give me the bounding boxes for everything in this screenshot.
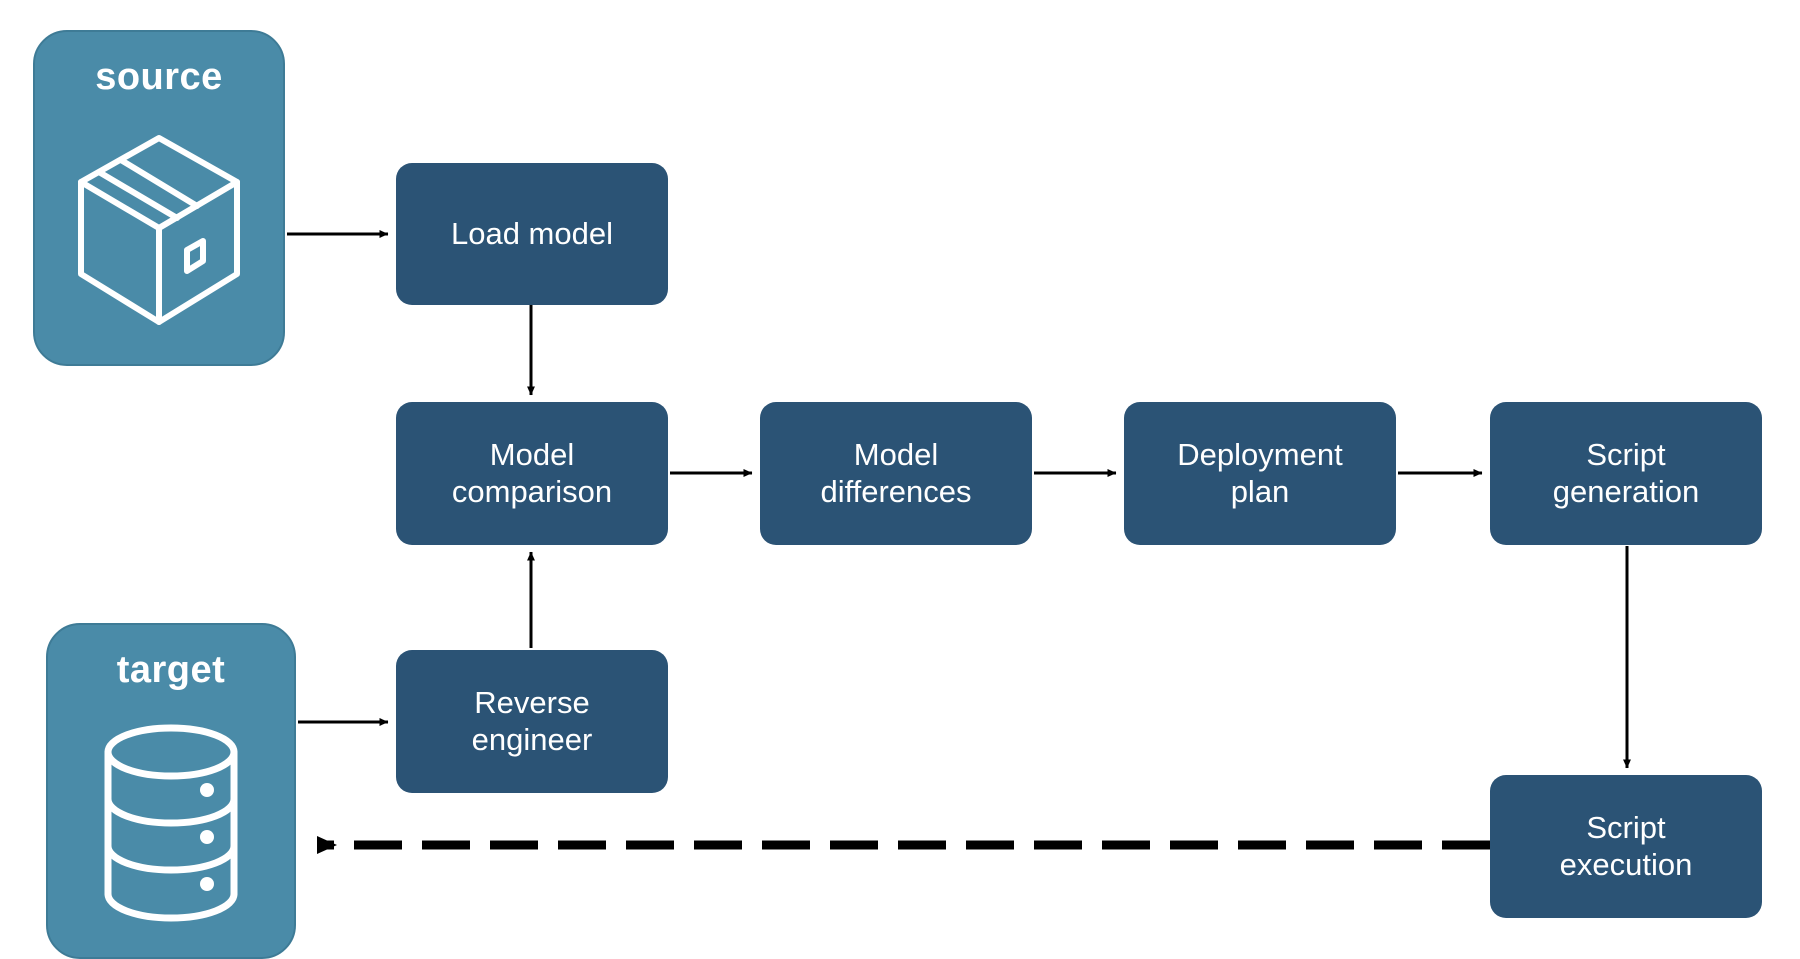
- node-model-comparison-label: Model comparison: [451, 436, 613, 509]
- endpoint-target[interactable]: target: [46, 623, 296, 959]
- node-reverse-engineer-label: Reverse engineer: [471, 684, 593, 757]
- endpoint-target-label: target: [116, 649, 226, 691]
- node-model-differences[interactable]: Model differences: [760, 402, 1032, 545]
- node-deployment-plan-label: Deployment plan: [1177, 436, 1343, 509]
- database-cylinder-icon: [48, 689, 294, 957]
- node-reverse-engineer[interactable]: Reverse engineer: [396, 650, 668, 793]
- node-script-generation[interactable]: Script generation: [1490, 402, 1762, 545]
- node-load-model[interactable]: Load model: [396, 163, 668, 305]
- endpoint-source-label: source: [95, 56, 223, 98]
- endpoint-source[interactable]: source: [33, 30, 285, 366]
- node-script-execution-label: Script execution: [1559, 809, 1693, 882]
- package-box-icon: [35, 96, 283, 364]
- node-script-execution[interactable]: Script execution: [1490, 775, 1762, 918]
- node-deployment-plan[interactable]: Deployment plan: [1124, 402, 1396, 545]
- node-load-model-label: Load model: [450, 215, 613, 251]
- node-model-differences-label: Model differences: [820, 436, 972, 509]
- node-script-generation-label: Script generation: [1552, 436, 1700, 509]
- node-model-comparison[interactable]: Model comparison: [396, 402, 668, 545]
